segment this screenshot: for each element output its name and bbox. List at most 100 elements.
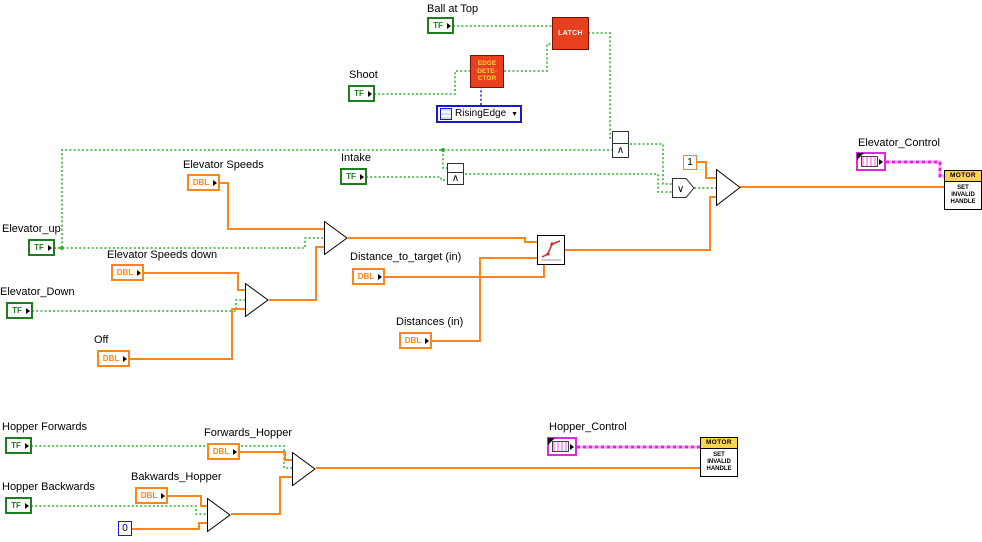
select-shape: [324, 221, 348, 255]
wire-interpolate-to-select3[interactable]: [565, 196, 716, 251]
elevator-motor-set-node[interactable]: MOTOR SET INVALID HANDLE: [944, 170, 982, 210]
or-function[interactable]: ∨: [672, 178, 695, 198]
interpolate-point: [546, 252, 550, 256]
wire-shoot-to-edge-detector[interactable]: [374, 70, 470, 95]
dbl-text: DBL: [357, 271, 375, 281]
output-arrow-icon: [233, 448, 237, 455]
numeric-wires: [129, 161, 944, 530]
distances-terminal[interactable]: DBL: [399, 332, 432, 349]
latch-function[interactable]: LATCH: [552, 17, 589, 50]
select-function-elevator-up[interactable]: [324, 221, 348, 255]
output-arrow-icon: [570, 443, 574, 450]
and-symbol: ∧: [616, 145, 625, 156]
elevator-down-terminal[interactable]: TF: [6, 302, 33, 319]
output-arrow-icon: [447, 22, 451, 29]
elevator-speeds-down-terminal[interactable]: DBL: [111, 264, 144, 281]
elevator-control-label: Elevator_Control: [858, 137, 940, 149]
wire-elevator-speeds-to-select1[interactable]: [219, 182, 324, 230]
ball-at-top-label: Ball at Top: [427, 3, 479, 15]
wire-distance-to-target-to-interpolate[interactable]: [384, 265, 545, 278]
motor-body: SET INVALID HANDLE: [701, 449, 737, 476]
wire-elevator-up-branch-to-and-lower[interactable]: [442, 150, 447, 169]
hopper-control-ref-terminal[interactable]: [547, 437, 577, 456]
wire-off-to-select2[interactable]: [129, 308, 245, 360]
wire-distances-to-interpolate[interactable]: [431, 257, 537, 342]
elevator-speeds-terminal[interactable]: DBL: [187, 174, 220, 191]
tf-text: TF: [11, 500, 21, 510]
wire-and-lower-to-or[interactable]: [465, 173, 672, 193]
select-function-elevator-down[interactable]: [245, 283, 269, 317]
output-arrow-icon: [213, 179, 217, 186]
motor-line: INVALID: [951, 192, 975, 198]
latch-text: LATCH: [558, 30, 583, 37]
wire-and-upper-to-or[interactable]: [630, 143, 672, 185]
off-label: Off: [94, 334, 109, 346]
intake-terminal[interactable]: TF: [340, 168, 367, 185]
interpolate-array-function[interactable]: [537, 235, 565, 265]
output-arrow-icon: [425, 337, 429, 344]
reference-wires: [577, 160, 944, 449]
output-arrow-icon: [48, 244, 52, 251]
wire-zero-to-select5[interactable]: [132, 522, 207, 530]
interpolate-curve: [541, 240, 561, 258]
hopper-forwards-label: Hopper Forwards: [2, 421, 87, 433]
shoot-label: Shoot: [349, 69, 378, 81]
and-symbol: ∧: [451, 173, 460, 184]
hopper-backwards-terminal[interactable]: TF: [5, 497, 32, 514]
motor-body: SET INVALID HANDLE: [945, 182, 981, 209]
tf-text: TF: [433, 20, 443, 30]
wire-select1-to-interpolate[interactable]: [348, 237, 537, 243]
distances-label: Distances (in): [396, 316, 464, 328]
forwards-hopper-terminal[interactable]: DBL: [207, 443, 240, 460]
wire-hopper-forwards-to-select4[interactable]: [31, 445, 292, 469]
elevator-down-label: Elevator_Down: [0, 286, 75, 298]
wire-elevator-control-ref[interactable]: [886, 160, 944, 178]
junction-dot: [60, 246, 64, 250]
shoot-terminal[interactable]: TF: [348, 85, 375, 102]
output-arrow-icon: [25, 502, 29, 509]
off-terminal[interactable]: DBL: [97, 350, 130, 367]
boolean-wires: [31, 25, 716, 515]
elevator-up-terminal[interactable]: TF: [28, 239, 55, 256]
edge-detector-function[interactable]: EDGE DETE- CTOR: [470, 55, 504, 88]
wire-elevator-speeds-down-to-select2[interactable]: [143, 272, 245, 291]
motor-ref-icon: [552, 441, 569, 452]
interpolate-point: [550, 242, 554, 246]
edge-detector-text: CTOR: [477, 75, 497, 83]
elevator-control-ref-terminal[interactable]: [856, 152, 886, 171]
hopper-forwards-terminal[interactable]: TF: [5, 437, 32, 454]
output-arrow-icon: [360, 173, 364, 180]
output-arrow-icon: [378, 273, 382, 280]
wire-junctions: [60, 148, 445, 250]
rising-edge-enum-selector[interactable]: RisingEdge ▼: [436, 105, 522, 123]
select-function-hopper-forward[interactable]: [292, 452, 316, 486]
wire-one-to-select3[interactable]: [697, 161, 716, 179]
distance-to-target-terminal[interactable]: DBL: [352, 268, 385, 285]
wire-elevator-down-to-select2[interactable]: [32, 299, 245, 312]
select-function-elevator-output[interactable]: [716, 169, 741, 206]
wire-forwards-hopper-to-select4[interactable]: [239, 451, 292, 461]
elevator-speeds-label: Elevator Speeds: [183, 159, 264, 171]
wire-edge-detector-to-latch[interactable]: [504, 43, 552, 72]
one-constant[interactable]: 1: [683, 155, 697, 170]
wire-select2-to-select1[interactable]: [269, 246, 324, 301]
wire-latch-to-and-upper[interactable]: [588, 32, 612, 139]
zero-constant[interactable]: 0: [118, 521, 132, 536]
hopper-motor-set-node[interactable]: MOTOR SET INVALID HANDLE: [700, 437, 738, 477]
select-function-hopper-backward[interactable]: [207, 498, 231, 532]
motor-banner: MOTOR: [945, 171, 981, 182]
junction-dot: [441, 148, 445, 152]
wire-elevator-up-to-select1[interactable]: [54, 237, 324, 249]
wire-bakwards-hopper-to-select5[interactable]: [167, 495, 207, 507]
wire-elevator-control-ref-base[interactable]: [886, 160, 944, 178]
bakwards-hopper-terminal[interactable]: DBL: [135, 487, 168, 504]
wire-intake-to-and-lower[interactable]: [366, 176, 447, 181]
dbl-text: DBL: [212, 446, 230, 456]
and-function-upper[interactable]: ∧: [612, 131, 629, 158]
wire-select5-to-select4[interactable]: [231, 476, 292, 515]
ball-at-top-terminal[interactable]: TF: [427, 17, 454, 34]
wire-hopper-backwards-to-select5[interactable]: [31, 505, 207, 515]
dbl-text: DBL: [192, 177, 210, 187]
and-function-lower[interactable]: ∧: [447, 163, 464, 185]
dbl-text: DBL: [102, 353, 120, 363]
